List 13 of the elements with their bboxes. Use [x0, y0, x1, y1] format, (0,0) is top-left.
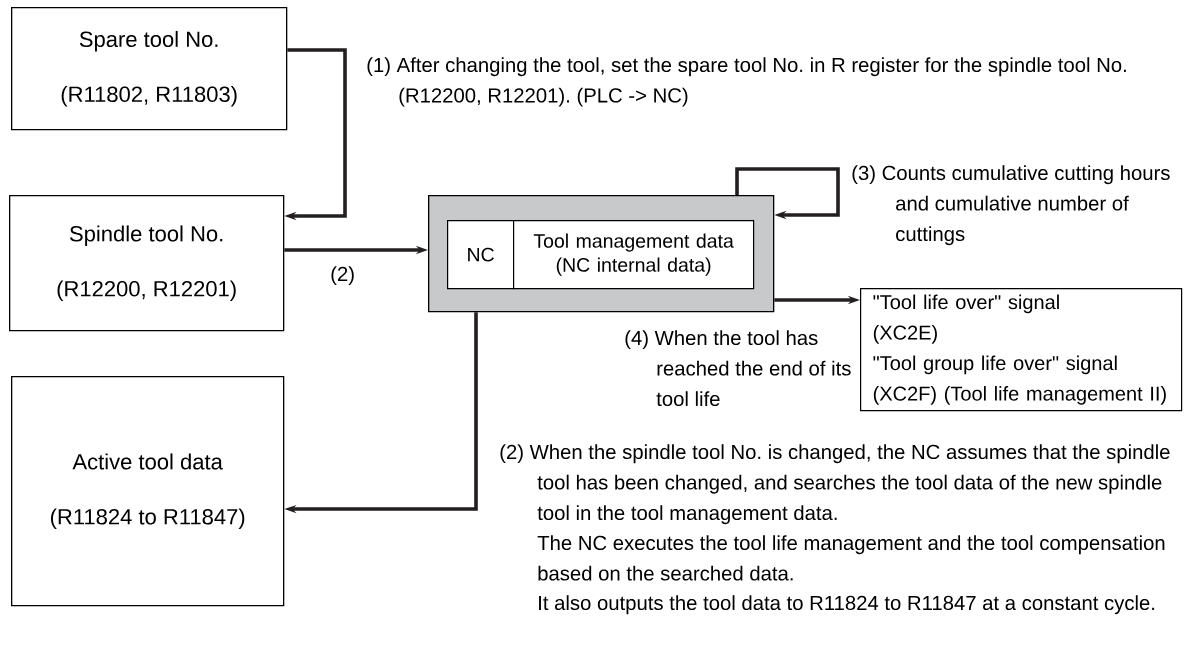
arrow	[735, 167, 840, 220]
register-box: Spindle tool No. (R12200, R12201)	[9, 195, 285, 332]
signal-box: "Tool life over" signal (XC2E) "Tool group life over" signal (XC2F) (Tool life management II)	[860, 288, 1183, 412]
table-cell: NC	[447, 220, 515, 290]
annotation-text: The NC executes the tool life management and the tool compensation based on the searched data.	[537, 535, 1165, 581]
register-box: Active tool data (R11824 to R11847)	[11, 376, 285, 607]
annotation-text: It also outputs the tool data to R11824 to R11847 at a constant cycle.	[539, 595, 1155, 615]
annotation-text: (1) After changing the tool, set the spare tool No. in R register for the spindle tool No. (R12200, R12201). (PLC -> NC)	[367, 57, 1126, 107]
annotation-text: (4) When the tool has reached the end of its tool life	[625, 330, 851, 407]
annotation-text: (2) When the spindle tool No. is changed, the NC assumes that the spindle tool has been changed, and searches the tool data of the new spindle tool in the tool management data.	[500, 444, 1170, 525]
register-box: Spare tool No. (R11802, R11803)	[11, 7, 288, 131]
annotation-text: (3) Counts cumulative cutting hours and cumulative number of cuttings	[852, 165, 1170, 246]
annotation-text: (2)	[331, 266, 354, 286]
